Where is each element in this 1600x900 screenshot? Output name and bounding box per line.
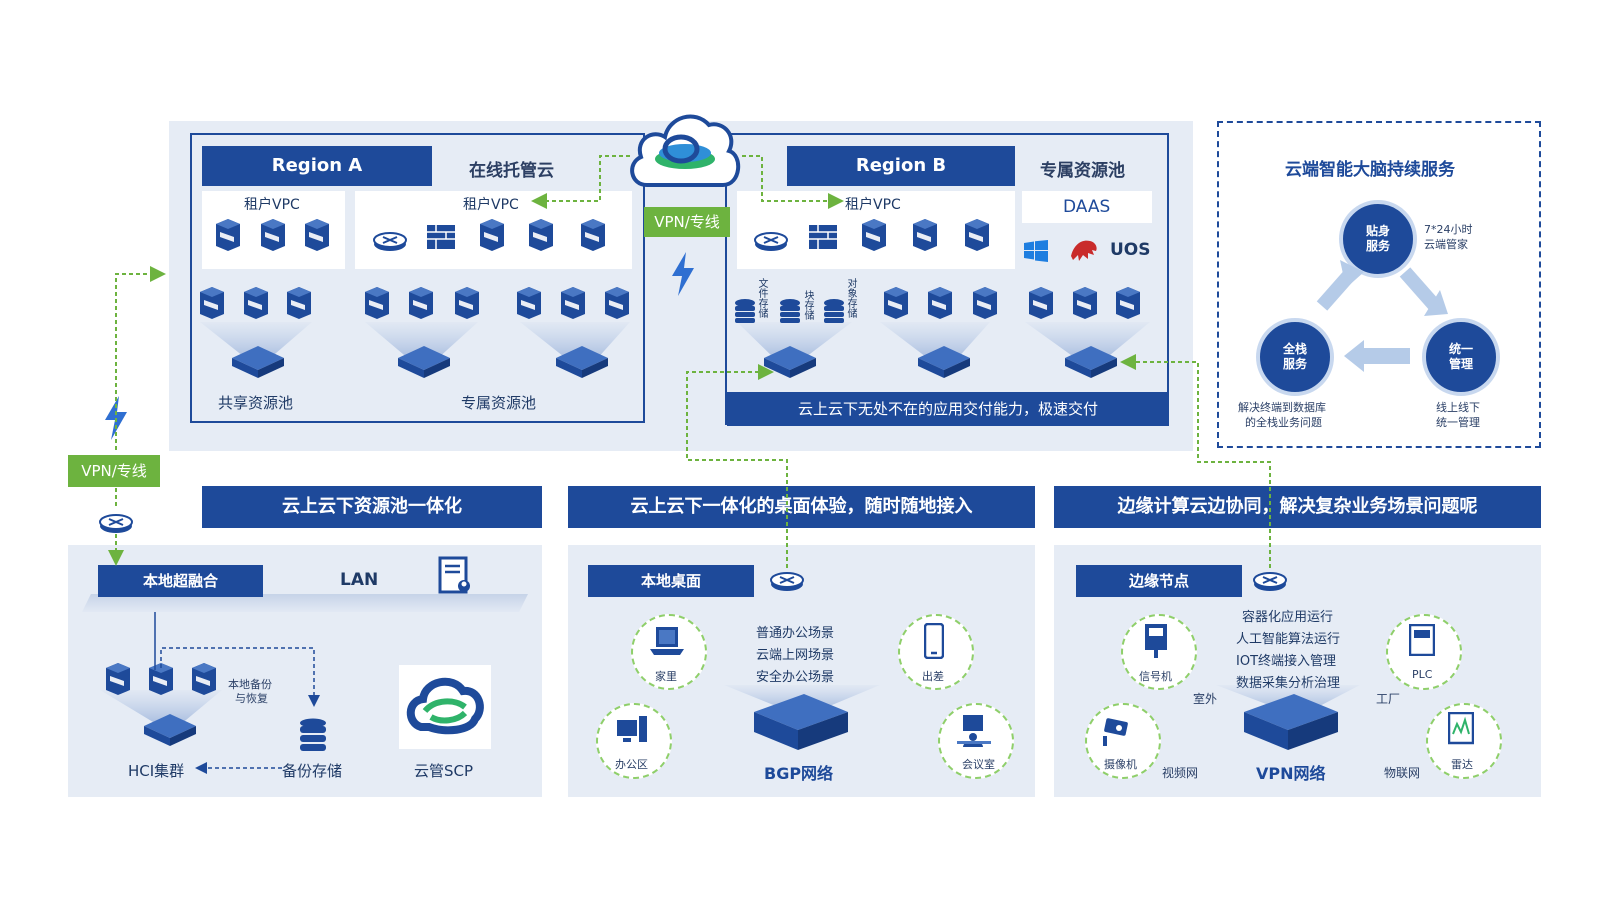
vpc-label-b: 租户VPC (845, 197, 901, 213)
vpn-network-label: VPN网络 (1256, 764, 1326, 783)
office-label: 办公区 (615, 758, 648, 771)
outdoor-label: 室外 (1193, 692, 1218, 706)
backup-storage-icon (299, 718, 327, 752)
block-storage-label: 块存储 (802, 290, 813, 320)
daas-label: DAAS (1063, 197, 1111, 217)
cap2-label: 人工智能算法运行 (1236, 632, 1341, 647)
section3-band: 边缘计算云边协同，解决复杂业务场景问题呢 (1054, 486, 1541, 528)
s1-header: 本地超融合 (98, 565, 263, 597)
region-a-title: 在线托管云 (469, 161, 554, 181)
dedicated-pool-label: 专属资源池 (461, 394, 537, 412)
backup-note2: 与恢复 (235, 692, 268, 705)
backup-store-label: 备份存储 (282, 762, 343, 780)
s2-header: 本地桌面 (588, 565, 754, 597)
node-left-label: 全栈服务 (1282, 342, 1307, 371)
file-storage-label: 文件存储 (756, 278, 767, 318)
daas-box (1022, 191, 1152, 223)
vpn-tag-top: VPN/专线 (644, 207, 730, 237)
phone-icon (923, 622, 945, 660)
brain-panel (1217, 121, 1541, 448)
meeting-label: 会议室 (962, 758, 995, 771)
lan-bar (82, 594, 528, 612)
plc-label: PLC (1412, 668, 1433, 681)
lightning-icon-top (670, 252, 696, 296)
node-top-circle: 贴身服务 (1339, 200, 1417, 278)
lan-label: LAN (340, 570, 379, 590)
node-right-circle: 统一管理 (1422, 318, 1500, 396)
region-a-frame (190, 133, 645, 423)
lion-logo-icon (1068, 236, 1100, 264)
vpn-tag-left: VPN/专线 (68, 455, 160, 487)
hci-label: HCI集群 (128, 762, 185, 780)
radar-icon (1447, 711, 1475, 746)
signal-label: 信号机 (1139, 670, 1172, 683)
node-top-note2: 云端管家 (1424, 238, 1468, 251)
plc-icon (1408, 623, 1436, 657)
brain-title: 云端智能大脑持续服务 (1285, 160, 1455, 180)
vpc-label-a2: 租户VPC (463, 197, 519, 213)
desktop-pc-icon (615, 714, 649, 746)
scene3-label: 安全办公场景 (756, 670, 835, 685)
node-right-label: 统一管理 (1448, 342, 1473, 371)
management-doc-icon (438, 556, 472, 596)
region-b-label: Region B (787, 146, 1015, 186)
object-storage-label: 对象存储 (845, 278, 856, 318)
cloud-logo-icon (625, 103, 743, 187)
factory-label: 工厂 (1376, 692, 1401, 706)
scene2-label: 云端上网场景 (756, 648, 835, 663)
scp-logo-icon (405, 671, 485, 743)
uos-label: UOS (1110, 240, 1151, 260)
node-left-note2: 的全栈业务问题 (1245, 416, 1322, 429)
lightning-icon-left (103, 396, 129, 440)
laptop-icon (650, 625, 684, 657)
camera-circle (1085, 703, 1161, 779)
trip-label: 出差 (922, 670, 944, 683)
scene1-label: 普通办公场景 (756, 626, 835, 641)
cap3-label: IOT终端接入管理 (1236, 654, 1337, 669)
node-right-note1: 线上线下 (1436, 401, 1480, 414)
camera-icon (1101, 716, 1137, 746)
windows-icon (1024, 240, 1048, 262)
scp-label: 云管SCP (414, 762, 474, 780)
meeting-room-icon (957, 713, 991, 747)
node-left-circle: 全栈服务 (1256, 318, 1334, 396)
cap4-label: 数据采集分析治理 (1236, 676, 1341, 691)
radar-circle (1426, 703, 1502, 779)
section2-band: 云上云下一体化的桌面体验，随时随地接入 (568, 486, 1035, 528)
s3-header: 边缘节点 (1076, 565, 1242, 597)
radar-label: 雷达 (1451, 758, 1473, 771)
section1-band: 云上云下资源池一体化 (202, 486, 542, 528)
vpc-label-a1: 租户VPC (244, 197, 300, 213)
region-a-label: Region A (202, 146, 432, 186)
office-circle (596, 703, 672, 779)
home-label: 家里 (655, 670, 677, 683)
delivery-bar: 云上云下无处不在的应用交付能力，极速交付 (727, 392, 1169, 426)
region-b-title: 专属资源池 (1040, 161, 1125, 181)
node-left-note1: 解决终端到数据库 (1238, 401, 1326, 414)
cap1-label: 容器化应用运行 (1242, 610, 1334, 625)
plc-circle (1386, 614, 1462, 690)
video-net-label: 视频网 (1162, 766, 1199, 780)
node-right-note2: 统一管理 (1436, 416, 1480, 429)
signal-light-icon (1143, 622, 1169, 658)
shared-pool-label: 共享资源池 (218, 394, 294, 412)
node-top-label: 贴身服务 (1365, 224, 1390, 253)
iot-net-label: 物联网 (1384, 766, 1421, 780)
node-top-note1: 7*24小时 (1424, 223, 1473, 236)
bgp-label: BGP网络 (764, 764, 834, 783)
camera-label: 摄像机 (1104, 758, 1137, 771)
